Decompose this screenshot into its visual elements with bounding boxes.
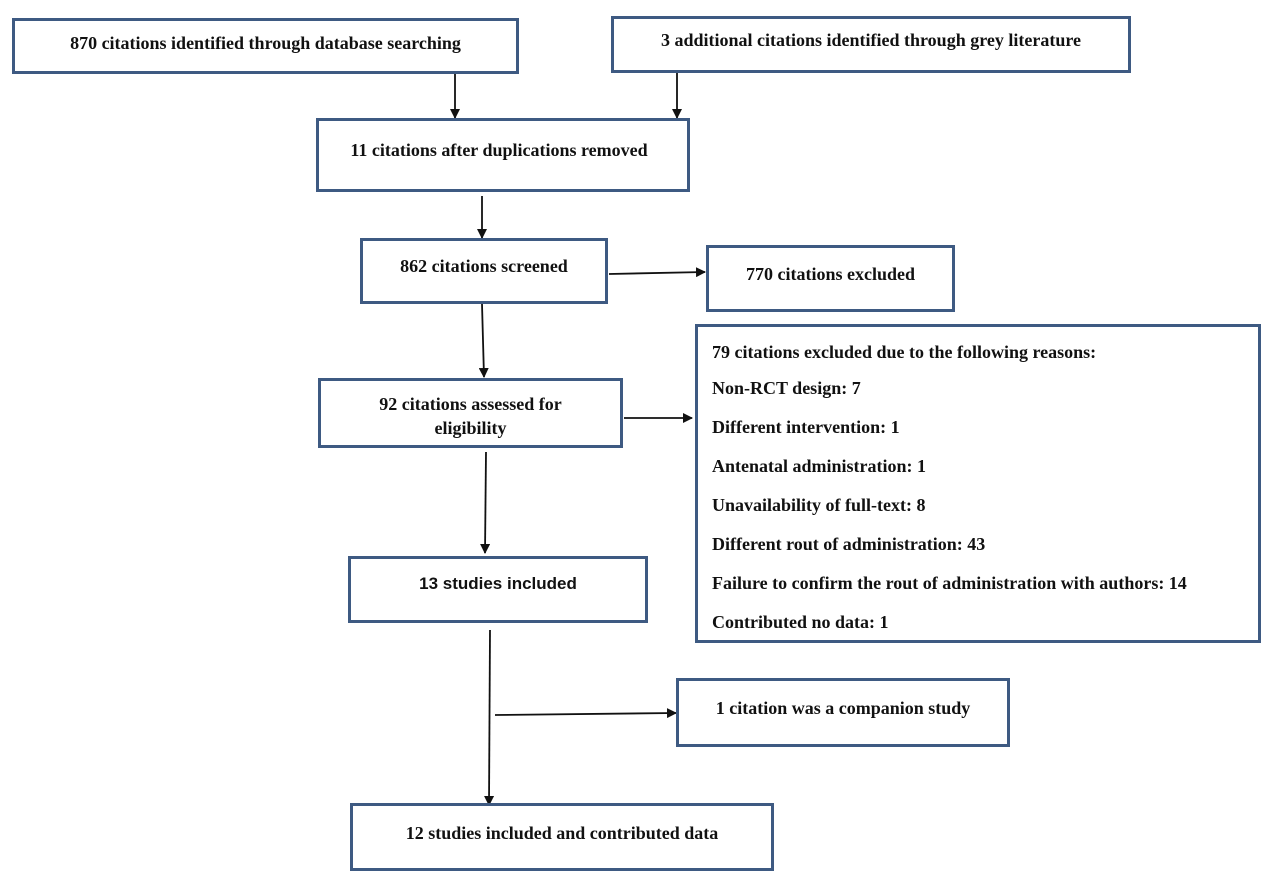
exclusion-reason-item: Different intervention: 1 (712, 417, 900, 437)
exclusion-reason-item: Contributed no data: 1 (712, 612, 889, 632)
companion-study-box: 1 citation was a companion study (676, 678, 1010, 747)
grey-literature-text: 3 additional citations identified throug… (660, 30, 1081, 50)
studies-included-12-box: 12 studies included and contributed data (350, 803, 774, 871)
exclusion-reason-item: Unavailability of full-text: 8 (712, 495, 926, 515)
database-citations-box: 870 citations identified through databas… (12, 18, 519, 74)
exclusion-reason-item: Non-RCT design: 7 (712, 378, 861, 398)
database-citations-text: 870 citations identified through databas… (70, 33, 461, 53)
duplicates-removed-text: 11 citations after duplications removed (350, 140, 648, 160)
excluded-770-text: 770 citations excluded (746, 264, 915, 284)
exclusion-reason-item: Failure to confirm the rout of administr… (712, 573, 1187, 593)
arrow-included13-down (484, 629, 495, 806)
studies-included-12-text: 12 studies included and contributed data (405, 823, 719, 843)
exclusion-reason-item: Different rout of administration: 43 (712, 534, 986, 554)
arrow-screened-to-excluded (608, 267, 706, 278)
assessed-eligibility-box: 92 citations assessed for eligibility (318, 378, 623, 448)
screened-text: 862 citations screened (400, 256, 568, 276)
exclusion-reason-item: Antenatal administration: 1 (712, 456, 927, 476)
arrow-assessed-to-included13 (480, 451, 491, 554)
excluded-770-box: 770 citations excluded (706, 245, 955, 312)
screened-box: 862 citations screened (360, 238, 608, 304)
duplicates-removed-box: 11 citations after duplications removed (316, 118, 690, 192)
studies-included-13-text: 13 studies included (419, 574, 577, 593)
studies-included-13-box: 13 studies included (348, 556, 648, 623)
arrow-to-companion (494, 708, 677, 719)
assessed-eligibility-line2: eligibility (434, 418, 507, 438)
exclusion-reasons-box: 79 citations excluded due to the followi… (695, 324, 1261, 643)
grey-literature-box: 3 additional citations identified throug… (611, 16, 1131, 73)
arrow-screened-to-assessed (478, 303, 489, 378)
exclusion-reasons-title: 79 citations excluded due to the followi… (712, 342, 1097, 362)
assessed-eligibility-line1: 92 citations assessed for (379, 394, 562, 414)
companion-study-text: 1 citation was a companion study (715, 698, 971, 718)
